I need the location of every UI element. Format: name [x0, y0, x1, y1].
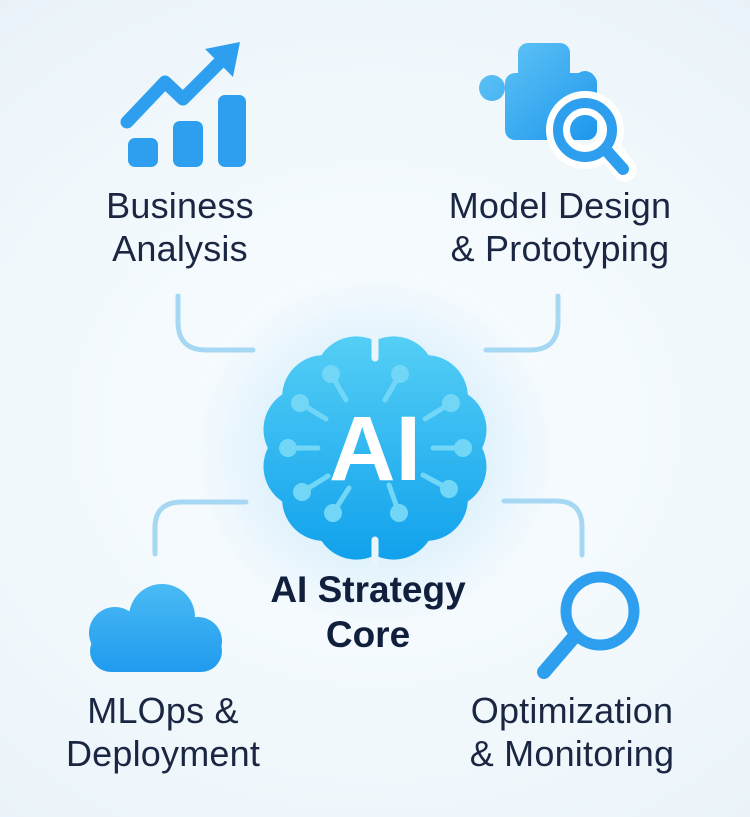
label-line: & Prototyping — [450, 228, 670, 269]
connector-top-left — [175, 293, 256, 353]
caption-line: AI Strategy — [270, 569, 466, 610]
label-mlops-deployment: MLOps & Deployment — [3, 689, 323, 775]
label-model-design: Model Design & Prototyping — [400, 184, 720, 270]
label-line: Business — [106, 185, 254, 226]
ai-brain-icon: AI — [253, 331, 497, 567]
connector-bottom-left — [152, 499, 249, 557]
label-business-analysis: Business Analysis — [20, 184, 340, 270]
label-line: MLOps & — [87, 690, 239, 731]
magnifier-icon — [528, 568, 648, 688]
connector-bottom-right — [501, 498, 585, 558]
puzzle-magnifier-icon — [478, 38, 648, 193]
label-line: Analysis — [112, 228, 248, 269]
label-line: Optimization — [470, 690, 674, 731]
label-optimization-monitoring: Optimization & Monitoring — [412, 689, 732, 775]
caption-line: Core — [325, 614, 411, 655]
bar-chart-trend-icon — [112, 36, 252, 172]
label-line: Deployment — [65, 733, 261, 774]
label-line: Model Design — [448, 185, 672, 226]
label-line: & Monitoring — [469, 733, 675, 774]
cloud-icon — [86, 581, 226, 676]
label-ai-strategy-core: AI Strategy Core — [208, 567, 528, 657]
ai-core-label: AI — [329, 398, 421, 500]
